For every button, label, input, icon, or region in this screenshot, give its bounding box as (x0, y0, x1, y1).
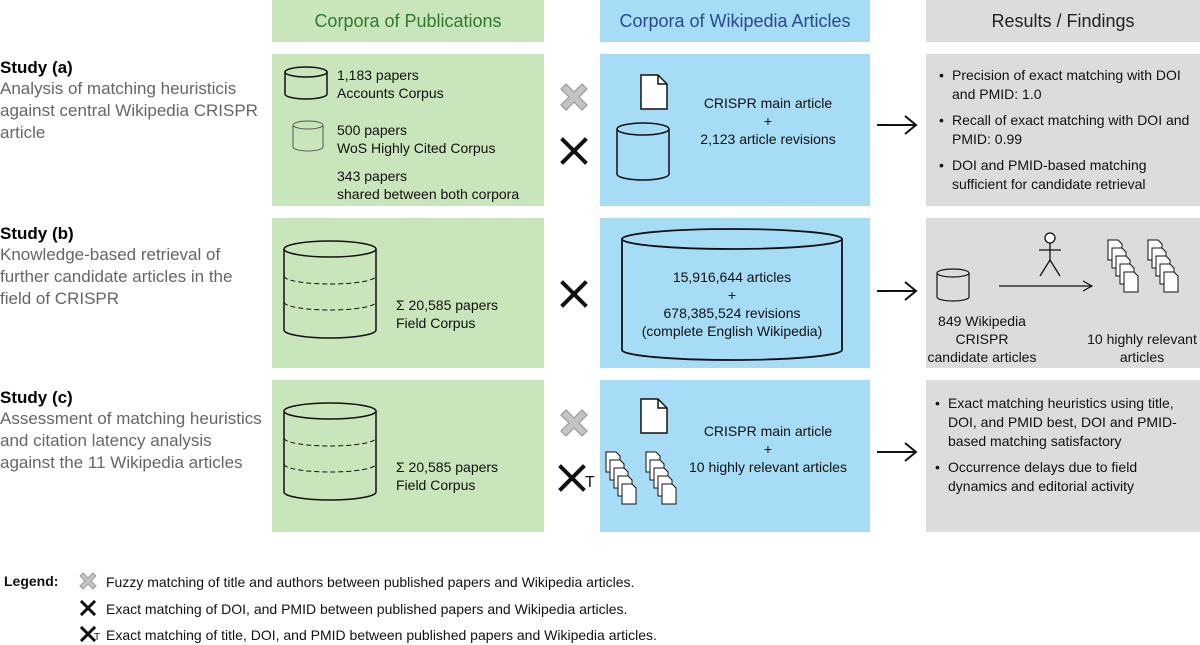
result-item: Precision of exact matching with DOI and… (934, 66, 1196, 104)
study-b-title: Study (b) (0, 224, 74, 243)
exact-title-matching-icon: T (558, 462, 598, 496)
study-b-publications: Σ 20,585 papers Field Corpus (272, 218, 544, 368)
wiki-main-article: CRISPR main article (703, 95, 833, 111)
wiki-plus: + (727, 287, 737, 303)
arrow-right-icon (999, 280, 1094, 292)
study-c-title: Study (c) (0, 388, 73, 407)
database-icon (283, 240, 377, 339)
legend-fuzzy: Fuzzy matching of title and authors betw… (106, 574, 635, 590)
database-icon (616, 122, 670, 181)
study-a-description: Analysis of matching heuristicis against… (0, 79, 258, 142)
exact-matching-icon (79, 625, 97, 643)
documents-stack-icon (1107, 239, 1179, 293)
database-icon (621, 228, 843, 361)
wiki-scope: (complete English Wikipedia) (641, 323, 823, 339)
person-icon (1039, 232, 1061, 277)
exact-title-matching-icon: T (79, 625, 106, 644)
result-item: DOI and PMID-based matching sufficient f… (934, 156, 1196, 194)
database-icon (936, 268, 970, 302)
study-a-title: Study (a) (0, 58, 73, 77)
legend-exact-title: Exact matching of title, DOI, and PMID b… (106, 627, 657, 643)
shared-papers-name: shared between both corpora (337, 186, 520, 202)
relevant-articles: 10 highly relevant articles (1087, 331, 1197, 365)
fuzzy-matching-icon (79, 572, 97, 590)
field-corpus-name: Field Corpus (396, 315, 476, 331)
wiki-plus: + (763, 113, 773, 129)
study-c-wikipedia: CRISPR main article + 10 highly relevant… (600, 380, 870, 532)
study-c-label: Study (c) Assessment of matching heurist… (0, 388, 262, 474)
fuzzy-matching-icon (560, 409, 588, 437)
legend-title: Legend: (4, 573, 59, 589)
shared-papers-count: 343 papers (337, 168, 408, 184)
study-a-label: Study (a) Analysis of matching heuristic… (0, 58, 262, 144)
documents-stack-icon (605, 451, 677, 505)
exact-matching-icon (79, 599, 97, 617)
study-a-publications: 1,183 papers Accounts Corpus 500 papers … (272, 54, 544, 206)
header-results: Results / Findings (926, 0, 1200, 42)
study-b-description: Knowledge-based retrieval of further can… (0, 245, 233, 308)
study-b-wikipedia: 15,916,644 articles + 678,385,524 revisi… (600, 218, 870, 368)
database-icon (284, 66, 328, 100)
database-icon (292, 120, 324, 152)
candidate-articles: 849 Wikipedia CRISPR candidate articles (927, 313, 1037, 365)
document-icon (640, 74, 668, 110)
accounts-corpus-name: Accounts Corpus (337, 85, 444, 101)
arrow-right-icon (877, 442, 918, 462)
result-item: Exact matching heuristics using title, D… (930, 394, 1196, 451)
wiki-revisions: 2,123 article revisions (700, 131, 836, 147)
arrow-right-icon (877, 281, 918, 301)
study-b-label: Study (b) Knowledge-based retrieval of f… (0, 224, 262, 310)
database-icon (283, 402, 377, 501)
study-a-results: Precision of exact matching with DOI and… (926, 54, 1200, 206)
study-a-wikipedia: CRISPR main article + 2,123 article revi… (600, 54, 870, 206)
field-corpus-count: Σ 20,585 papers (396, 297, 499, 313)
wiki-relevant-articles: 10 highly relevant articles (689, 459, 847, 475)
fuzzy-matching-icon (560, 83, 588, 111)
study-c-publications: Σ 20,585 papers Field Corpus (272, 380, 544, 532)
wiki-articles-count: 15,916,644 articles (672, 269, 792, 285)
wiki-main-article: CRISPR main article (703, 423, 833, 439)
accounts-corpus-count: 1,183 papers (337, 67, 419, 83)
result-item: Recall of exact matching with DOI and PM… (934, 111, 1196, 149)
exact-matching-subscript: T (585, 474, 595, 491)
arrow-right-icon (877, 115, 918, 135)
study-c-results: Exact matching heuristics using title, D… (926, 380, 1200, 532)
field-corpus-count: Σ 20,585 papers (396, 459, 499, 475)
wos-corpus-count: 500 papers (337, 122, 408, 138)
exact-matching-subscript: T (94, 632, 101, 643)
header-wikipedia: Corpora of Wikipedia Articles (600, 0, 870, 42)
legend-exact: Exact matching of DOI, and PMID between … (106, 601, 628, 617)
exact-matching-icon (558, 464, 586, 492)
exact-matching-icon (560, 137, 588, 165)
exact-matching-icon (560, 280, 588, 308)
document-icon (640, 398, 668, 434)
wos-corpus-name: WoS Highly Cited Corpus (337, 140, 496, 156)
wiki-revisions-count: 678,385,524 revisions (663, 305, 801, 321)
wiki-plus: + (763, 441, 773, 457)
study-b-results: 849 Wikipedia CRISPR candidate articles … (926, 218, 1200, 368)
field-corpus-name: Field Corpus (396, 477, 476, 493)
study-c-description: Assessment of matching heuristics and ci… (0, 409, 262, 472)
header-publications: Corpora of Publications (272, 0, 544, 42)
result-item: Occurrence delays due to field dynamics … (930, 458, 1196, 496)
